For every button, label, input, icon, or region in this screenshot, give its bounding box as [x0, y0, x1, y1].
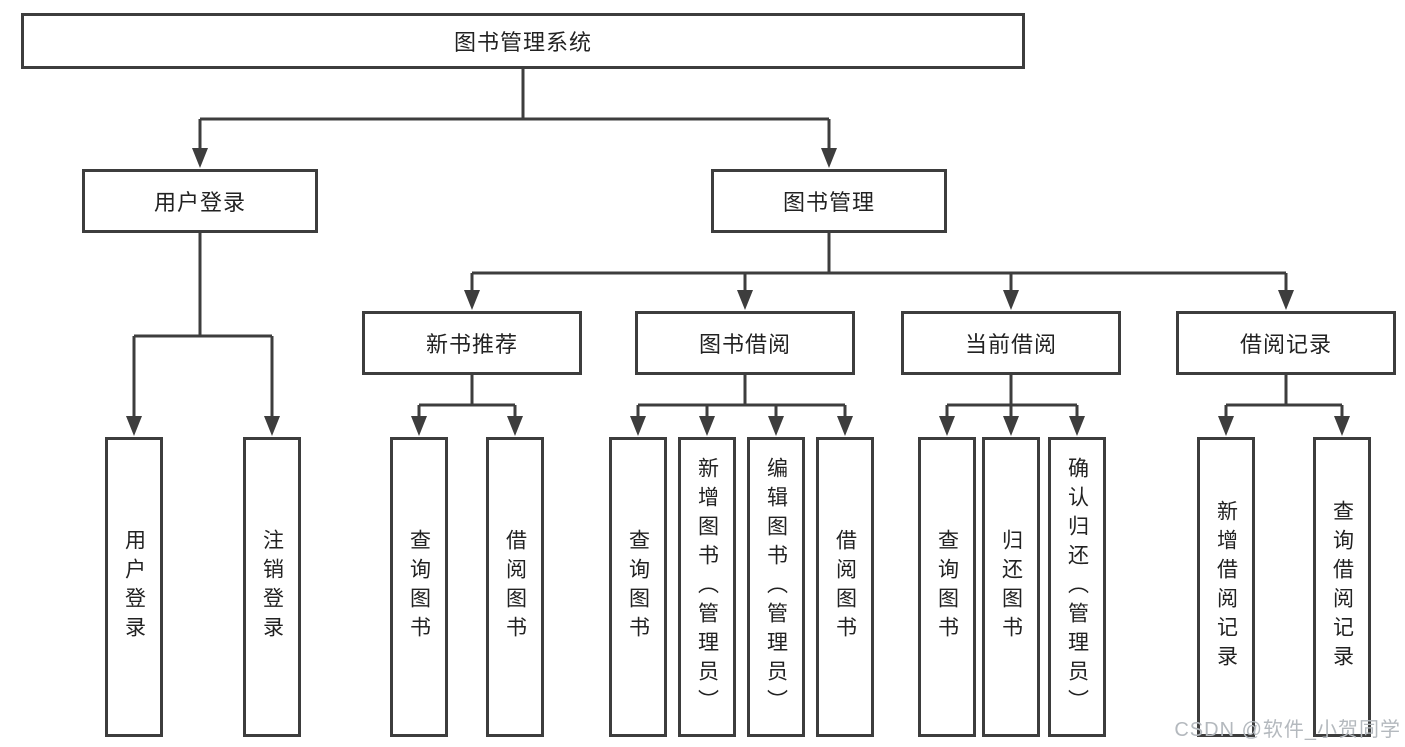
leaf-confirm-return-admin: 确认归还（管理员）: [1048, 437, 1106, 737]
node-book-management-branch: 图书管理: [711, 169, 947, 233]
leaf-query-borrow-record: 查询借阅记录: [1313, 437, 1371, 737]
leaf-query-books-recommend: 查询图书: [390, 437, 448, 737]
leaf-query-books-current: 查询图书: [918, 437, 976, 737]
leaf-edit-books-admin: 编辑图书（管理员）: [747, 437, 805, 737]
leaf-add-books-admin: 新增图书（管理员）: [678, 437, 736, 737]
node-user-login-branch: 用户登录: [82, 169, 318, 233]
node-book-management-system: 图书管理系统: [21, 13, 1025, 69]
leaf-borrow-books-borrowing: 借阅图书: [816, 437, 874, 737]
node-borrowing-records: 借阅记录: [1176, 311, 1396, 375]
csdn-watermark: CSDN @软件_小贺同学: [1174, 719, 1401, 741]
leaf-add-borrow-record: 新增借阅记录: [1197, 437, 1255, 737]
leaf-query-books-borrowing: 查询图书: [609, 437, 667, 737]
node-new-book-recommendation: 新书推荐: [362, 311, 582, 375]
node-current-borrowing: 当前借阅: [901, 311, 1121, 375]
leaf-return-books: 归还图书: [982, 437, 1040, 737]
leaf-borrow-books-recommend: 借阅图书: [486, 437, 544, 737]
leaf-user-login: 用户登录: [105, 437, 163, 737]
node-book-borrowing: 图书借阅: [635, 311, 855, 375]
leaf-logout: 注销登录: [243, 437, 301, 737]
